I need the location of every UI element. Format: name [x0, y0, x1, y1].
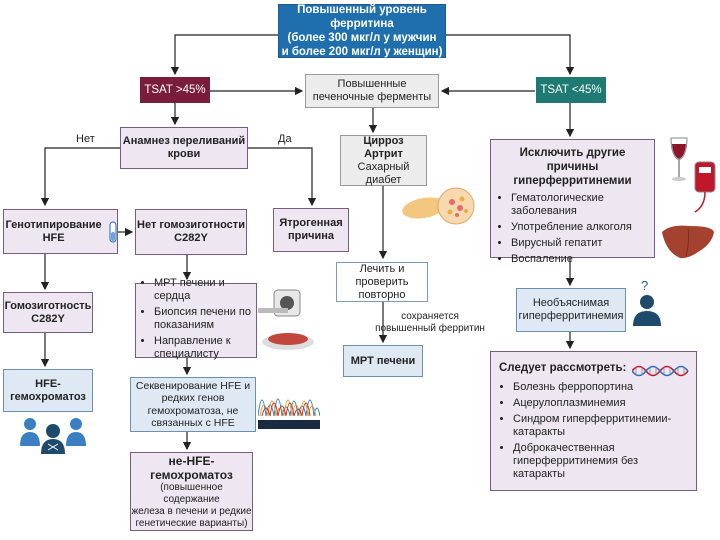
liver-icon [662, 225, 714, 259]
unexplained-box: Необъяснимая гиперферритинемия [516, 288, 626, 332]
exclude-list: Гематологические заболевания Употреблени… [497, 192, 648, 269]
exclude-title-line1: Исключить другие причины [519, 147, 626, 173]
sequencing-line2: редких генов [161, 392, 225, 404]
exclude-item: Гематологические заболевания [511, 192, 648, 218]
hfe-hemo-line1: HFE- [35, 377, 61, 390]
cirrhosis-line3: Сахарный диабет [357, 160, 410, 186]
mri-list-box: МРТ печени и сердца Биопсия печени по по… [135, 277, 257, 360]
pancreas-icon [402, 187, 475, 225]
liver-enzymes-box: Повышенные печеночные ферменты [305, 74, 439, 108]
exclude-item: Вирусный гепатит [511, 237, 648, 250]
exclude-title-line2: гиперферритинемии [513, 175, 632, 187]
transfusion-line1: Анамнез переливаний [122, 135, 246, 147]
person-question-icon: ? [633, 278, 661, 326]
exclude-item: Употребление алкоголя [511, 221, 648, 234]
iatrogenic-line2: причина [287, 230, 335, 242]
mri-list-item: МРТ печени и сердца [154, 277, 252, 303]
non-hfe-sub-line2: железа в печени и редкие [131, 505, 252, 517]
non-hfe-sub-line1: (повышенное содержание [160, 481, 223, 505]
elevated-ferritin-line3: и более 200 мкг/л у женщин) [281, 46, 443, 58]
dna-chromatogram-icon [258, 398, 320, 429]
treat-retest-box: Лечить и проверить повторно [336, 262, 428, 302]
sequencing-line3: гемохроматоза, не [147, 404, 239, 417]
unexplained-line1: Необъяснимая [532, 297, 610, 309]
tsat-high-box: TSAT >45% [140, 77, 210, 103]
hfe-genotyping-box: Генотипирование HFE [3, 209, 118, 254]
not-homozygous-line1: Нет гомозиготности [137, 219, 245, 231]
mri-scanner-icon [258, 289, 314, 350]
non-hfe-title-line1: не-HFE- [168, 453, 215, 468]
family-icon [20, 418, 86, 454]
hfe-hemo-line2: гемохроматоз [10, 390, 86, 403]
iatrogenic-box: Ятрогенная причина [273, 208, 349, 252]
homozygosity-line2: С282Y [31, 312, 65, 325]
label-yes: Да [278, 133, 292, 145]
consider-item: Доброкачественная гиперферритинемия без … [513, 442, 688, 481]
sequencing-box: Секвенирование HFE и редких генов гемохр… [130, 377, 256, 432]
persists-line2: повышенный ферритин [375, 323, 485, 334]
cirrhosis-line1: Цирроз [363, 134, 404, 147]
liver-enzymes-line2: печеночные ферменты [312, 91, 432, 103]
persists-note: сохраняется повышенный ферритин [375, 308, 485, 338]
tsat-low-box: TSAT <45% [536, 77, 606, 103]
cirrhosis-line2: Артрит [364, 147, 403, 160]
cirrhosis-box: Цирроз Артрит Сахарный диабет [340, 135, 427, 186]
dna-helix-icon [632, 365, 689, 377]
non-hfe-title-line2: гемохроматоз [150, 467, 233, 482]
consider-title: Следует рассмотреть: [499, 362, 627, 374]
hfe-hemochromatosis-box: HFE- гемохроматоз [3, 369, 93, 412]
unexplained-line2: гиперферритинемия [518, 310, 624, 322]
exclude-causes-box: Исключить другие причины гиперферритинем… [490, 139, 655, 265]
treat-retest-line1: Лечить и [359, 262, 405, 275]
mri-list-item: Биопсия печени по показаниям [154, 306, 252, 332]
elevated-ferritin-box: Повышенный уровень ферритина (более 300 … [278, 4, 446, 58]
consider-item: Болезнь ферропортина [513, 381, 688, 394]
wine-glass-icon [670, 137, 688, 181]
sequencing-line1: Секвенирование HFE и [135, 379, 251, 392]
transfusion-line2: крови [167, 148, 201, 160]
mri-list: МРТ печени и сердца Биопсия печени по по… [140, 277, 252, 364]
consider-item: Синдром гиперферритинемии-катаракты [513, 413, 688, 439]
tsat-high-label: TSAT >45% [144, 83, 206, 96]
non-hfe-box: не-HFE- гемохроматоз (повышенное содержа… [130, 452, 253, 531]
consider-item: Ацерулоплазминемия [513, 397, 688, 410]
liver-enzymes-line1: Повышенные [337, 78, 407, 90]
transfusion-history-box: Анамнез переливаний крови [120, 127, 248, 169]
persists-line1: сохраняется [401, 311, 459, 322]
hfe-genotyping-label: Генотипирование HFE [5, 218, 102, 244]
elevated-ferritin-line2: (более 300 мкг/л у мужчин [287, 32, 437, 44]
mri-liver-box: МРТ печени [343, 345, 423, 377]
consider-list: Болезнь ферропортина Ацерулоплазминемия … [499, 381, 688, 484]
label-no: Нет [76, 133, 95, 145]
homozygosity-line1: Гомозиготность [4, 299, 92, 312]
treat-retest-line2: проверить повторно [355, 275, 409, 301]
not-homozygous-box: Нет гомозиготности С282Y [135, 209, 247, 255]
iatrogenic-line1: Ятрогенная [279, 217, 343, 229]
mri-list-item: Направление к специалисту [154, 335, 252, 361]
homozygosity-box: Гомозиготность С282Y [3, 292, 93, 333]
svg-text:?: ? [641, 278, 648, 293]
tsat-low-label: TSAT <45% [540, 83, 602, 96]
mri-liver-label: МРТ печени [350, 354, 416, 367]
exclude-item: Воспаление [511, 253, 648, 266]
test-tube-icon [109, 220, 117, 243]
non-hfe-sub-line3: генетические варианты) [135, 517, 248, 529]
sequencing-line4: связанных с HFE [151, 417, 235, 429]
not-homozygous-line2: С282Y [174, 232, 208, 244]
blood-bag-icon [694, 161, 716, 213]
elevated-ferritin-line1: Повышенный уровень ферритина [297, 4, 427, 30]
